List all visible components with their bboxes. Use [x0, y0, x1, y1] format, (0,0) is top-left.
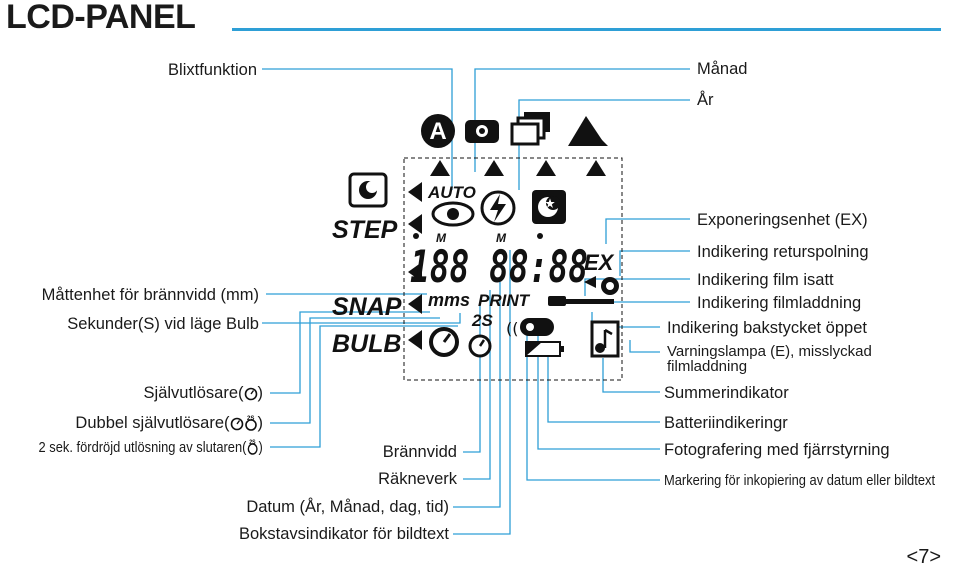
self-timer-mini-icon [230, 417, 243, 431]
red-eye-icon [431, 201, 475, 227]
svg-text:2S: 2S [247, 416, 254, 422]
label-bakstycke: Indikering bakstycket öppet [667, 319, 867, 337]
left-triangle-5 [408, 262, 422, 282]
remote-icon [520, 318, 554, 336]
page-title: LCD-PANEL [6, 0, 196, 36]
label-exponeringsenhet: Exponeringsenhet (EX) [697, 211, 868, 229]
two-sec-timer-mini-icon: 2S [247, 440, 258, 455]
label-dubbel: Dubbel självutlösare(2S) [75, 414, 263, 432]
snap-word: SNAP [332, 293, 402, 321]
buzzer-note-icon [590, 320, 620, 358]
remote-signal-icon: (( [506, 319, 518, 338]
film-loaded-icon [601, 277, 619, 295]
left-triangle-4 [408, 330, 422, 350]
left-triangle-2 [408, 214, 422, 234]
two-s-text: 2S [471, 311, 493, 330]
self-timer-icon [429, 327, 459, 357]
label-summer: Summerindikator [664, 384, 789, 402]
triangle-2 [484, 160, 504, 176]
portrait-mode-icon [465, 120, 499, 143]
svg-text:A: A [429, 118, 446, 145]
title-rule [232, 28, 941, 31]
label-sjalvutlosare: Självutlösare() [143, 384, 263, 402]
top-icons: A [421, 112, 608, 148]
label-varning-1: Varningslampa (E), misslyckad [667, 343, 872, 360]
left-triangle-1 [408, 182, 422, 202]
year-m-mark: M [496, 231, 507, 245]
label-markering: Markering för inkopiering av datum eller… [664, 472, 936, 489]
label-mattenhet: Måttenhet för brännvidd (mm) [41, 286, 259, 304]
ex-text: EX [584, 250, 615, 275]
landscape-mountain-icon [568, 116, 608, 146]
label-sekunder: Sekunder(S) vid läge Bulb [67, 315, 259, 333]
label-fjarrstyrning: Fotografering med fjärrstyrning [664, 441, 890, 459]
label-ar: År [697, 91, 714, 109]
double-self-timer-mini-icon: 2S [244, 416, 257, 431]
rewind-icon [584, 276, 596, 288]
double-self-timer-icon [468, 334, 492, 358]
multi-frame-icon [510, 112, 550, 146]
label-brannvidd: Brännvidd [382, 443, 457, 461]
print-text: PRINT [478, 291, 531, 310]
label-batteri: Batteriindikeringr [664, 414, 788, 432]
label-manad: Månad [697, 60, 748, 78]
page-number: <7> [906, 546, 941, 568]
month-m-mark: M [436, 231, 447, 245]
mm-text: mm [428, 290, 460, 310]
flash-off-icon [480, 190, 516, 226]
triangle-4 [586, 160, 606, 176]
label-filmladdning: Indikering filmladdning [697, 294, 862, 312]
segment-digits: 188 88:88 [410, 242, 588, 293]
battery-icon [525, 341, 564, 357]
label-datum: Datum (År, Månad, dag, tid) [246, 498, 449, 516]
night-scene-icon [348, 172, 388, 208]
lcd-panel: AUTO M M 188 88:88 EX mm s PRINT 2S (( [403, 157, 623, 381]
label-film-isatt: Indikering film isatt [697, 271, 834, 289]
film-cartridge-icon [548, 296, 614, 306]
auto-text: AUTO [427, 183, 476, 202]
s-text: s [460, 290, 470, 310]
label-varning-2: filmladdning [667, 358, 748, 375]
self-timer-mini-icon [244, 387, 257, 401]
label-rakneverk: Räkneverk [378, 470, 457, 488]
bulb-word: BULB [332, 330, 401, 358]
triangle-1 [430, 160, 450, 176]
left-triangle-3 [408, 294, 422, 314]
night-flash-icon [532, 190, 566, 224]
label-returspolning: Indikering returspolning [697, 243, 869, 261]
label-tva-sek: 2 sek. fördröjd utlösning av slutaren(2S… [38, 439, 263, 456]
svg-text:2S: 2S [249, 440, 256, 446]
label-blixtfunktion: Blixtfunktion [168, 61, 257, 79]
auto-a-icon: A [421, 114, 455, 148]
step-word: STEP [332, 216, 398, 244]
label-bokstav: Bokstavsindikator för bildtext [238, 525, 449, 543]
triangle-3 [536, 160, 556, 176]
lcd-left-modes: STEP SNAP BULB [332, 172, 402, 358]
